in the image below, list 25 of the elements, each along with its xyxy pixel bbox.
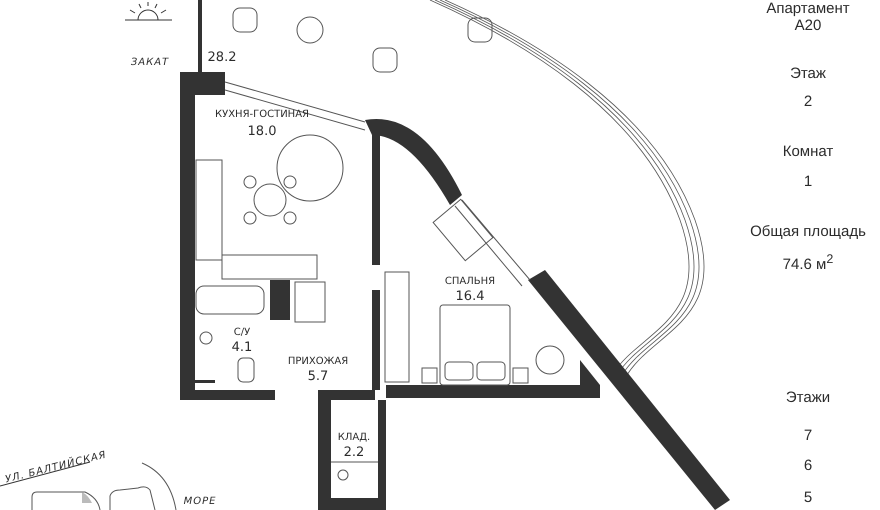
room-area: 4.1 xyxy=(232,341,252,356)
info-text: 1 xyxy=(804,174,812,190)
room-area: 2.2 xyxy=(344,446,364,460)
room-name: ПРИХОЖАЯ xyxy=(288,356,348,367)
room-area: 5.7 xyxy=(308,370,328,384)
info-text: 2 xyxy=(804,94,812,110)
room-area: 28.2 xyxy=(208,51,236,66)
info-text: Общая площадь xyxy=(750,224,866,240)
info-text: 7 xyxy=(804,428,812,444)
info-text: 74.6 м$^{2}$ xyxy=(782,253,834,274)
room-name: КЛАД. xyxy=(338,432,370,443)
info-text: 5 xyxy=(804,490,812,506)
info-text: Апартамент xyxy=(766,1,850,18)
map-label: МОРЕ xyxy=(184,496,216,507)
info-text: 6 xyxy=(804,458,812,474)
room-name: С/У xyxy=(234,327,250,338)
room-area: 18.0 xyxy=(248,125,276,140)
info-text: Этаж xyxy=(790,66,826,82)
info-text: Комнат xyxy=(782,144,834,160)
map-label: ЗАКАТ xyxy=(130,57,170,68)
room-area: 16.4 xyxy=(456,290,484,304)
info-text: Этажи xyxy=(786,390,830,406)
room-name: КУХНЯ-ГОСТИНАЯ xyxy=(215,109,309,120)
room-name: СПАЛЬНЯ xyxy=(444,276,496,287)
info-text: A20 xyxy=(794,18,822,34)
